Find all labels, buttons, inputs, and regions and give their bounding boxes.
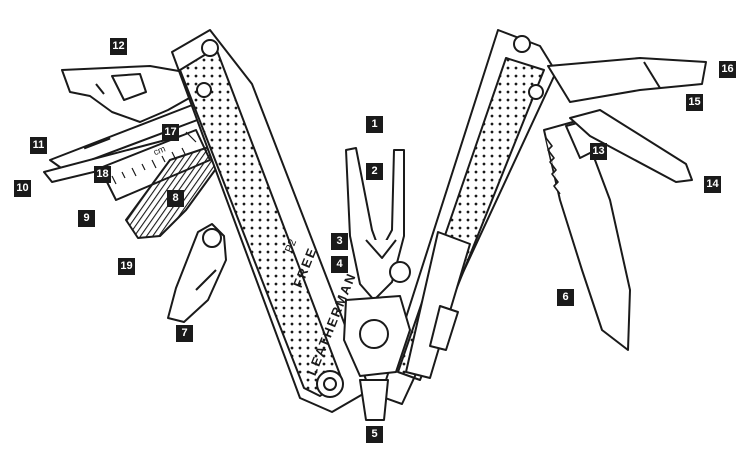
callout-19: 19	[118, 258, 135, 275]
callout-2: 2	[366, 163, 383, 180]
phillips-screwdriver	[569, 109, 693, 183]
callout-16: 16	[719, 61, 736, 78]
callout-12: 12	[110, 38, 127, 55]
callout-8: 8	[167, 190, 184, 207]
callout-3: 3	[331, 233, 348, 250]
callout-14: 14	[704, 176, 721, 193]
callout-1: 1	[366, 116, 383, 133]
callout-7: 7	[176, 325, 193, 342]
callout-11: 11	[30, 137, 47, 154]
callout-17: 17	[162, 124, 179, 141]
callout-18: 18	[94, 166, 111, 183]
callout-4: 4	[331, 256, 348, 273]
callout-6: 6	[557, 289, 574, 306]
right-handle	[373, 29, 557, 405]
callout-15: 15	[686, 94, 703, 111]
pry-tool	[359, 379, 389, 421]
needlenose-pliers	[345, 147, 405, 301]
callout-9: 9	[78, 210, 95, 227]
scissors	[167, 223, 227, 323]
callout-10: 10	[14, 180, 31, 197]
bottle-opener-right	[547, 57, 707, 103]
callout-5: 5	[366, 426, 383, 443]
left-handle	[171, 29, 371, 413]
callout-13: 13	[590, 143, 607, 160]
